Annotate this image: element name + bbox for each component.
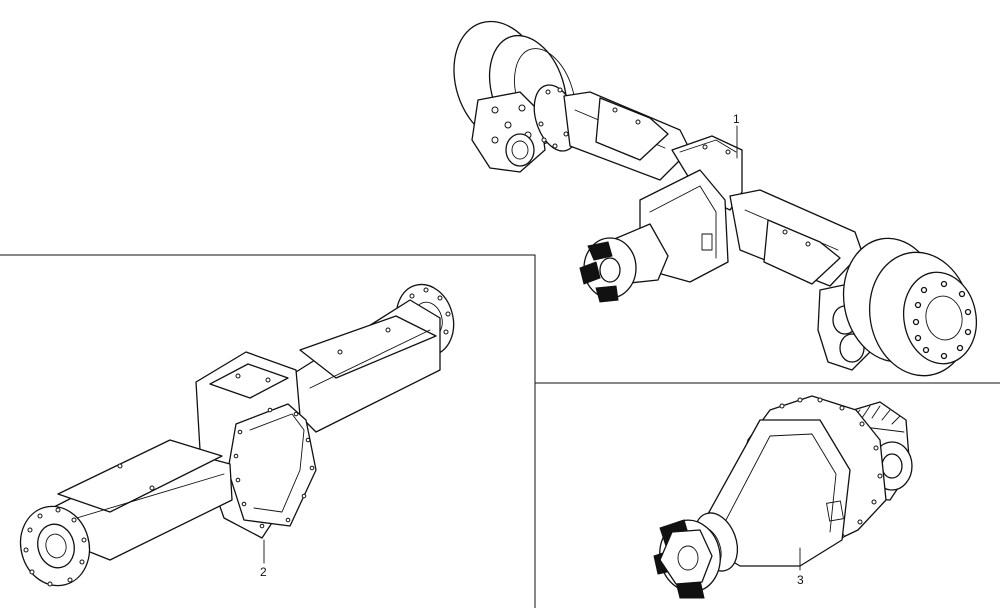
carrier-yoke <box>653 519 721 599</box>
housing-center-bolts <box>233 407 315 529</box>
callout-2: 2 <box>260 565 267 579</box>
axle-housing-illustration <box>19 283 455 587</box>
housing-left-flange-bolts <box>23 507 87 587</box>
differential-carrier-illustration <box>653 395 913 599</box>
right-hub <box>817 237 977 377</box>
callout-3: 3 <box>797 573 804 587</box>
carrier-rim-bolts <box>779 397 883 539</box>
left-hub <box>453 20 576 173</box>
assembly-yoke <box>579 237 637 303</box>
callout-1: 1 <box>733 112 740 126</box>
right-hub-bolts <box>912 280 972 360</box>
panel-frames <box>0 254 1000 608</box>
axle-assembly-illustration <box>453 20 977 377</box>
